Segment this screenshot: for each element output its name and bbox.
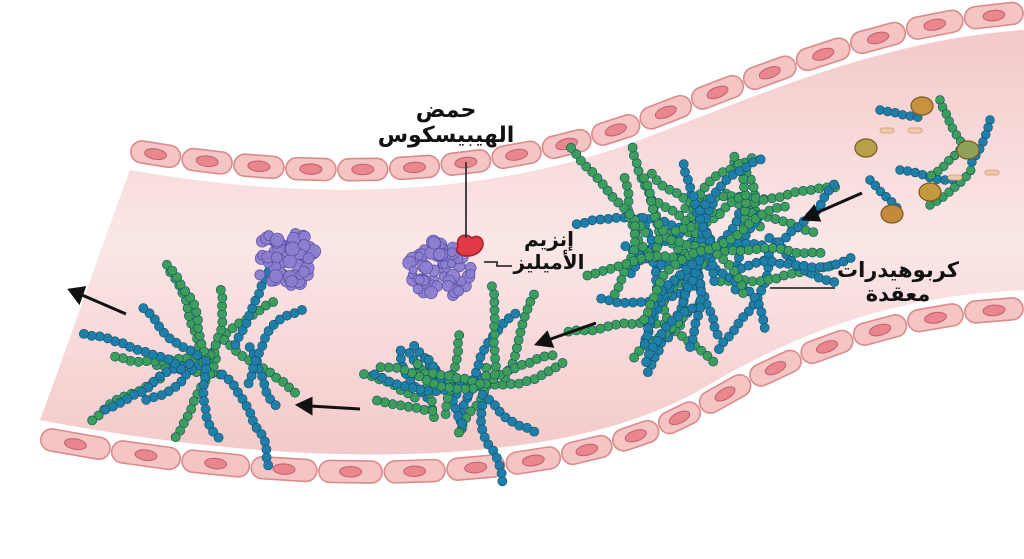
vessel-cell — [742, 55, 797, 91]
vessel-cell — [963, 1, 1024, 30]
vessel-cell — [612, 419, 660, 452]
flow-arrow-icon — [800, 191, 863, 222]
vessel-cell — [698, 374, 752, 414]
vessel-cell — [905, 9, 964, 40]
vessel-cell — [795, 37, 851, 72]
vessel-cell — [541, 128, 592, 160]
hibiscus-acid-label: حمض الهيبيسكوس — [377, 98, 515, 149]
vessel-cell — [657, 401, 701, 435]
vessel-cell — [907, 303, 964, 333]
digested-network-left — [79, 248, 307, 471]
vessel-cell — [233, 153, 285, 180]
vessel-cell — [383, 458, 446, 484]
partially-digested-network — [359, 281, 568, 487]
vessel-cell — [181, 449, 251, 478]
flow-arrow-icon — [533, 321, 597, 348]
flow-arrow-icon — [294, 396, 361, 416]
sugar-fragment-icon — [918, 182, 942, 202]
vessel-cell — [505, 446, 562, 475]
vessel-cell — [40, 428, 111, 461]
leader-line-amylase — [484, 261, 512, 267]
vessel-cell — [181, 147, 233, 175]
vessel-cell — [690, 74, 745, 110]
vessel-cell — [964, 297, 1024, 324]
vessel-cell — [749, 349, 802, 387]
flow-arrow-icon — [67, 286, 127, 316]
vessel-cell — [852, 314, 908, 346]
sugar-fragment-icon — [956, 140, 980, 160]
vessel-cell — [446, 454, 506, 481]
vessel-cell — [491, 140, 542, 170]
sugar-fragment-icon — [854, 138, 878, 158]
sugar-fragment-icon — [880, 204, 904, 224]
vessel-cell — [318, 459, 384, 484]
vessel-cell — [110, 440, 182, 471]
vessel-lumen — [40, 30, 1024, 455]
vessel-cell — [337, 157, 389, 182]
amylase-label: إنزيم الأميليز — [513, 227, 585, 274]
sugar-fragment-icon — [910, 96, 934, 116]
complex-carbohydrate-network — [563, 142, 856, 377]
vessel-cell — [560, 434, 613, 466]
vessel-cell — [849, 21, 907, 55]
vessel-cell — [639, 94, 693, 130]
vessel-cell — [388, 154, 441, 181]
sugar-fragments — [854, 95, 1000, 224]
vessel-cell — [800, 329, 854, 365]
enzyme-blob-icon — [402, 234, 477, 301]
complex-carbs-label: كربوهيدرات معقدة — [837, 258, 959, 307]
vessel-cell — [285, 156, 337, 182]
vessel-top-wall — [130, 1, 1024, 182]
vessel-cell — [250, 455, 318, 483]
vessel-cell — [591, 113, 641, 146]
vessel-cell — [130, 140, 182, 169]
enzyme-blob-icon — [254, 228, 322, 291]
